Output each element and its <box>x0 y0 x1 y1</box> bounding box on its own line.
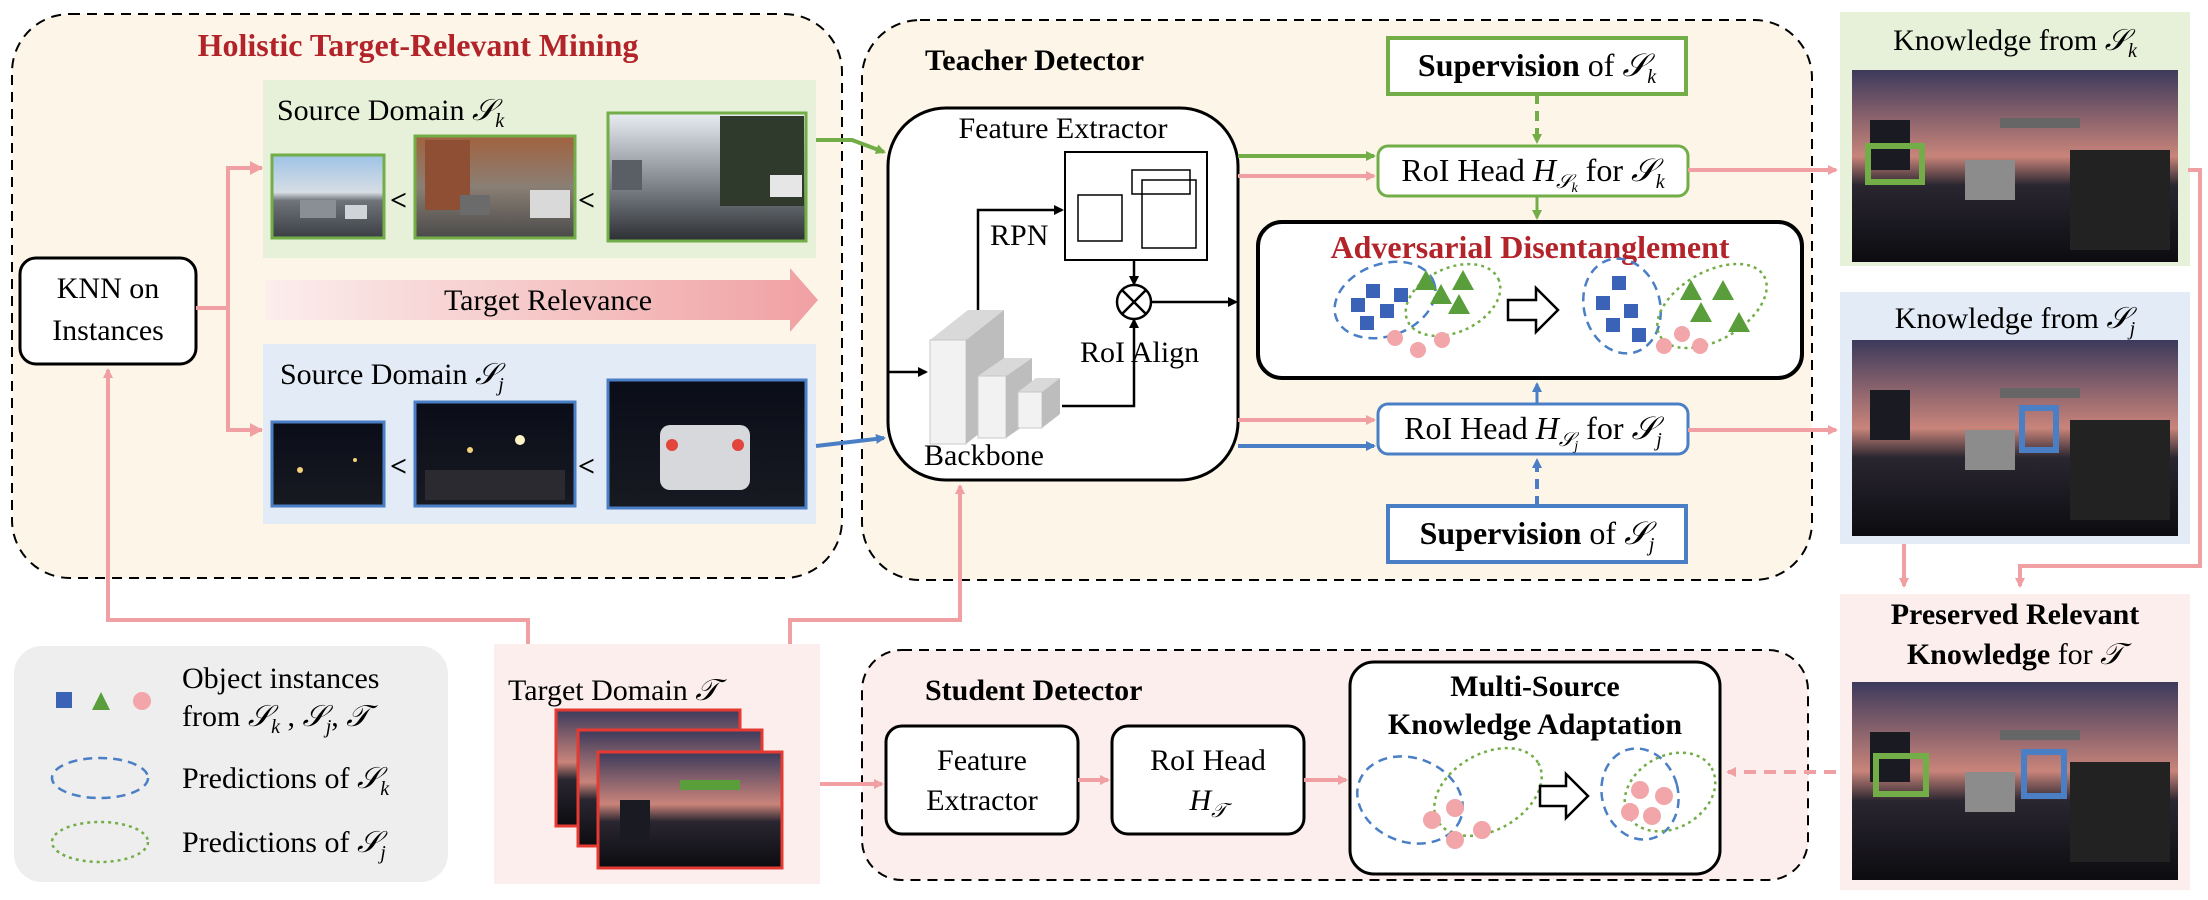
holistic-title: Holistic Target-Relevant Mining <box>198 27 639 63</box>
backbone-blocks <box>929 310 1060 445</box>
roi-head-k-label: RoI Head H𝒮k for 𝒮k <box>1401 152 1665 196</box>
knowledge-j-label: Knowledge from 𝒮j <box>1895 302 2138 340</box>
supervision-j-box <box>1386 504 1688 564</box>
input-to-backbone-arrow <box>886 296 928 377</box>
student-fe-line2: Extractor <box>926 784 1038 817</box>
legend-pred-k-label: Predictions of 𝒮k <box>182 762 390 800</box>
knn-box <box>18 256 198 366</box>
less-than-k2: < <box>578 184 595 217</box>
legend-pred-j-label: Predictions of 𝒮j <box>182 826 388 864</box>
less-than-k1: < <box>390 184 407 217</box>
knn-arrow-head-k <box>250 161 263 175</box>
knn-line1: KNN on <box>57 272 160 305</box>
adversarial-title: Adversarial Disentanglement <box>1330 229 1729 265</box>
student-title: Student Detector <box>925 674 1142 707</box>
knn-line2: Instances <box>52 314 164 347</box>
target-to-knn-arrow <box>103 368 530 644</box>
source-j-to-teacher-arrow <box>815 433 886 448</box>
legend-pred-j-icon <box>50 820 150 864</box>
adv-after-cluster <box>1581 257 1768 355</box>
source-k-to-teacher-arrow <box>816 138 886 154</box>
legend-object-icons <box>56 692 151 710</box>
teacher-title: Teacher Detector <box>925 44 1144 77</box>
knowledge-k-label: Knowledge from 𝒮k <box>1893 24 2138 62</box>
backbone-label: Backbone <box>924 439 1044 472</box>
legend-obj-line1: Object instances <box>182 662 379 695</box>
supervision-j-label: Supervision of 𝒮j <box>1420 515 1657 556</box>
source-k-image-2 <box>413 134 577 240</box>
msa-box <box>1348 660 1722 876</box>
less-than-j1: < <box>390 450 407 483</box>
msa-before-cluster <box>1356 746 1543 849</box>
source-k-image-3 <box>606 111 808 243</box>
msa-after-cluster <box>1600 747 1717 841</box>
student-fe-line1: Feature <box>937 744 1027 777</box>
msa-line2: Knowledge Adaptation <box>1388 708 1683 741</box>
legend-obj-line2: from 𝒮k , 𝒮j, 𝒯 <box>182 700 378 738</box>
roi-head-j-label: RoI Head H𝒮j for 𝒮j <box>1404 410 1664 454</box>
target-image-stack <box>554 708 784 870</box>
rpn-label: RPN <box>990 219 1048 252</box>
preserved-image <box>1852 682 2178 880</box>
msa-transition-arrow <box>1538 770 1590 822</box>
feature-extractor-label: Feature Extractor <box>958 112 1167 145</box>
target-relevance-arrow <box>265 268 818 332</box>
legend-panel <box>14 646 448 882</box>
legend-pred-k-icon <box>50 756 150 800</box>
rpn-proposal-box <box>1064 151 1208 261</box>
source-k-image-1 <box>270 153 386 240</box>
preserved-line2: Knowledge for 𝒯 <box>1907 638 2132 671</box>
adv-transition-arrow <box>1506 284 1560 336</box>
knowledge-k-image <box>1852 70 2178 262</box>
backbone-to-rpn-arrow <box>976 205 1064 310</box>
target-relevance-label: Target Relevance <box>444 284 652 317</box>
roi-align-label: RoI Align <box>1080 336 1199 369</box>
less-than-j2: < <box>578 450 595 483</box>
source-j-image-3 <box>606 378 808 510</box>
target-domain-label: Target Domain 𝒯 <box>508 674 727 707</box>
knowledge-j-image <box>1852 340 2178 536</box>
student-roi-line1: RoI Head <box>1150 744 1266 777</box>
backbone-to-roialign-arrow <box>1062 318 1139 408</box>
source-k-label: Source Domain 𝒮k <box>277 94 505 132</box>
target-to-teacher-arrow <box>788 484 965 644</box>
source-j-image-2 <box>413 400 577 508</box>
source-j-image-1 <box>270 420 386 508</box>
student-roi-box <box>1110 724 1306 836</box>
adv-before-cluster <box>1333 260 1502 358</box>
preserved-line1: Preserved Relevant <box>1891 598 2140 631</box>
supervision-k-label: Supervision of 𝒮k <box>1418 47 1657 88</box>
msa-line1: Multi-Source <box>1450 670 1619 703</box>
knn-arrow-head-j <box>250 423 263 437</box>
knowledge-k-to-preserved-arrow <box>2015 168 2202 588</box>
student-fe-box <box>884 724 1080 836</box>
source-j-label: Source Domain 𝒮j <box>280 358 506 396</box>
